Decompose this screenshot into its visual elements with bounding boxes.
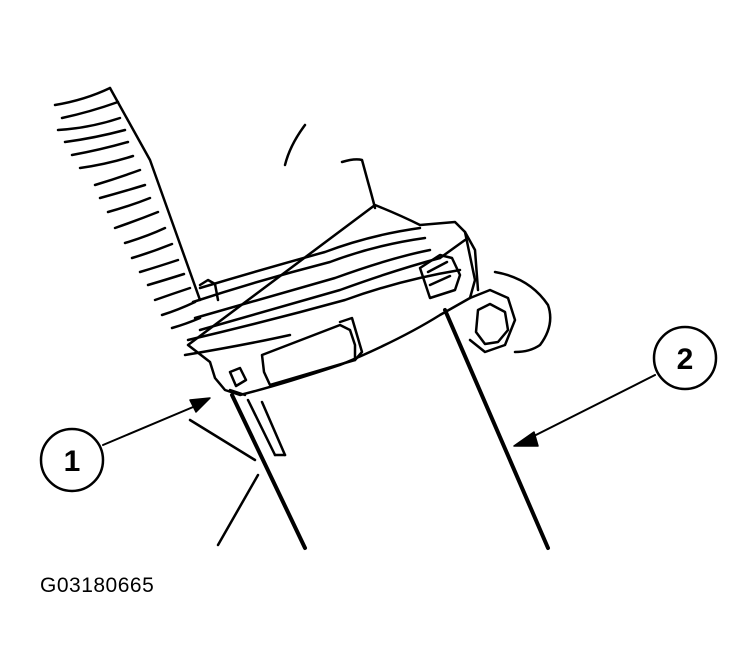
- lower-tube: [188, 308, 550, 550]
- figure-code: G03180665: [40, 574, 155, 597]
- clamp-screw-nut: [468, 270, 552, 354]
- callout-1-label: 1: [64, 445, 81, 478]
- hose-clamp: [183, 203, 480, 397]
- callout-2: 2: [513, 325, 718, 447]
- upper-tube: [283, 123, 377, 210]
- callout-2-label: 2: [677, 343, 694, 376]
- callout-1: 1: [39, 397, 211, 493]
- corrugated-hose: [53, 86, 202, 330]
